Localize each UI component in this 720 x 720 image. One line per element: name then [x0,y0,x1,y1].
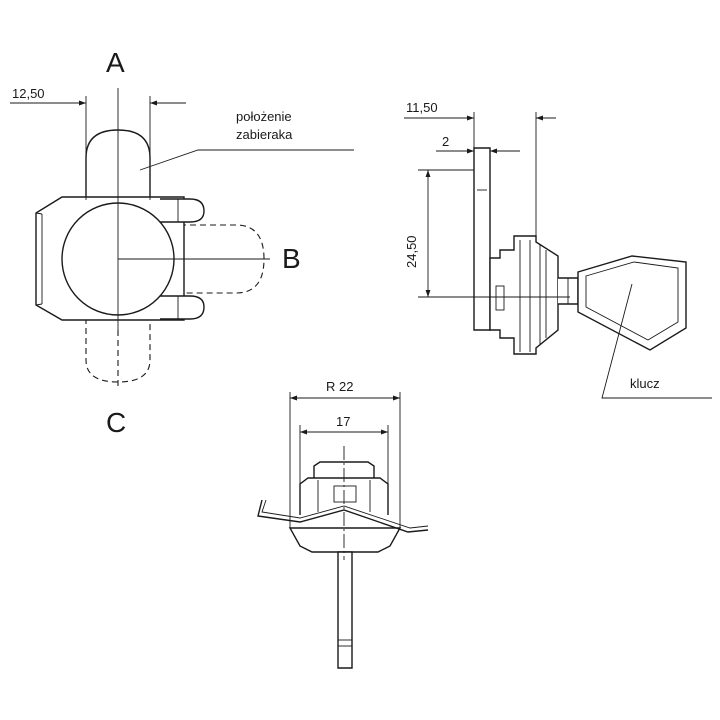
front-view: 12,50 położenie zabieraka A B C [10,47,354,438]
cam-label-line2: zabieraka [236,127,293,142]
bezel [288,527,402,553]
side-housing [489,235,559,355]
cylinder-slot [333,485,357,503]
cam-plate [473,147,491,331]
housing-tab-lower [160,295,205,320]
cam-label-leader [139,149,354,171]
dim-overall-text: 11,50 [406,100,438,115]
bottom-view: R 22 17 [257,379,429,669]
dim-height-text: 24,50 [404,235,419,268]
key-bow-inner [585,261,679,341]
spring-clip [257,499,429,533]
dim-width-text: 12,50 [12,86,45,101]
housing-tab-upper [160,198,205,223]
dim-radius-text: R 22 [326,379,353,394]
position-c-label: C [106,407,126,438]
key-bow [577,255,687,351]
bottom-cam [337,551,353,669]
spring-clip-inner [261,499,429,529]
cam-label-line1: położenie [236,109,292,124]
housing-slot [495,285,505,311]
dim-width17-text: 17 [336,414,350,429]
key-label: klucz [630,376,660,391]
dim-plate-text: 2 [442,134,449,149]
key-label-leader [601,283,712,399]
side-view: 24,50 11,50 2 klucz [404,100,712,399]
housing-edge-line [35,212,43,215]
housing-edge-line [35,303,43,306]
position-a-label: A [106,47,125,78]
position-b-label: B [282,243,301,274]
